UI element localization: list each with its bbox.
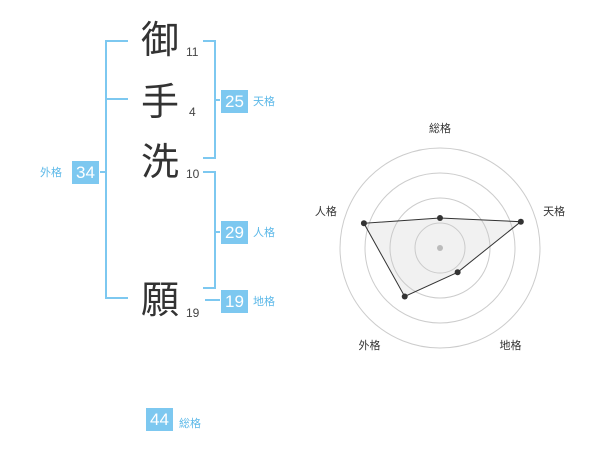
soukaku-badge: 44 [146, 408, 173, 431]
stroke-count-3: 10 [186, 167, 200, 181]
gaikaku-label: 外格 [40, 166, 62, 179]
tenkaku-badge: 25 [221, 90, 248, 113]
name-char-1: 御 [140, 18, 179, 62]
radar-point-5 [360, 220, 367, 227]
chikaku-label: 地格 [253, 295, 275, 308]
jinkaku-bracket [203, 171, 216, 289]
radar-ring-1 [414, 222, 466, 274]
tenkaku-label: 天格 [253, 95, 275, 108]
stroke-count-1: 11 [186, 45, 199, 59]
radar-axis-label-3: 地格 [500, 338, 522, 352]
soukaku-label: 総格 [179, 417, 201, 430]
stroke-count-2: 4 [189, 105, 196, 119]
chikaku-badge: 19 [221, 290, 248, 313]
radar-ring-2 [389, 197, 491, 299]
name-char-3: 洗 [140, 140, 179, 184]
radar-axis-label-1: 総格 [429, 121, 451, 135]
radar-point-4 [401, 293, 408, 300]
radar-point-2 [517, 218, 524, 225]
radar-axis-label-4: 外格 [359, 338, 381, 352]
gaikaku-badge: 34 [72, 161, 99, 184]
radar-ring-4 [339, 147, 541, 349]
name-char-4: 願 [140, 278, 179, 322]
radar-point-1 [437, 215, 443, 221]
name-char-2: 手 [140, 80, 179, 124]
radar-polygon [363, 217, 523, 298]
jinkaku-badge: 29 [221, 221, 248, 244]
radar-point-3 [454, 269, 461, 276]
radar-ring-3 [364, 172, 516, 324]
radar-axis-label-2: 天格 [543, 204, 565, 218]
radar-center [437, 245, 443, 251]
stroke-count-4: 19 [186, 306, 200, 320]
gaikaku-bracket [105, 40, 128, 299]
jinkaku-label: 人格 [253, 226, 275, 239]
radar-axis-label-5: 人格 [315, 204, 337, 218]
